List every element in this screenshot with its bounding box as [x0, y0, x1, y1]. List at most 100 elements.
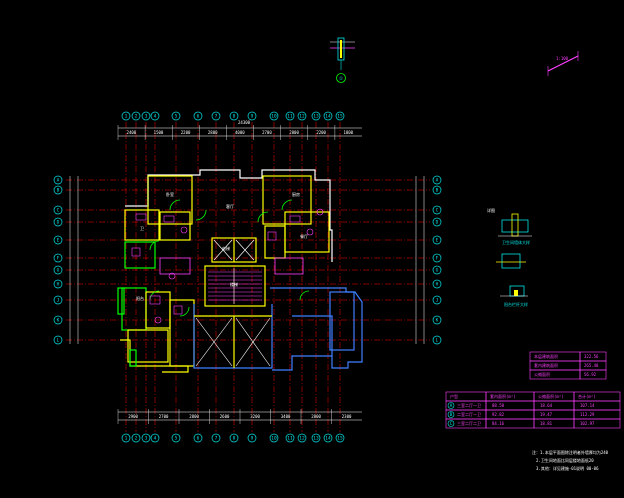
- table-cell-text: 18.64: [540, 403, 553, 408]
- axis-label-row: D: [436, 220, 439, 226]
- axis-label-row: A: [436, 178, 439, 184]
- axis-bubble-col: [269, 433, 279, 443]
- axis-bubble-row: [432, 217, 442, 227]
- room-label: 厨房: [292, 191, 300, 197]
- dimension-text: 2300: [342, 414, 352, 419]
- table-cell-text: 107.14: [580, 403, 595, 408]
- axis-bubble-col: [211, 433, 221, 443]
- detail-bubble: [336, 73, 346, 83]
- summary-value: 322.56: [584, 354, 599, 359]
- axis-bubble-row: [53, 253, 63, 263]
- axis-bubble-col: [311, 433, 321, 443]
- axis-bubble-col: [141, 433, 151, 443]
- room-label: 卧室: [166, 191, 174, 197]
- axis-label-row: J: [57, 298, 60, 304]
- side-detail-caption-2: 阳台栏杆大样: [504, 301, 528, 307]
- axis-bubble-col: [285, 111, 295, 121]
- axis-bubble-row: [432, 175, 442, 185]
- table-cell-text: 112.29: [580, 412, 595, 417]
- axis-bubble-row: [432, 295, 442, 305]
- axis-label-col: 13: [313, 436, 319, 442]
- axis-bubble-col: [141, 111, 151, 121]
- axis-label-col: 15: [337, 114, 343, 120]
- axis-label-col: 8: [233, 114, 236, 120]
- dimension-text: 2200: [316, 130, 326, 135]
- dimension-text: 2700: [159, 414, 169, 419]
- table-cell-text: 三室二厅一卫: [457, 402, 481, 408]
- note-line: 3.其他：详见建施-01说明 00-06: [536, 465, 599, 471]
- axis-bubble-col: [131, 111, 141, 121]
- axis-label-col: 2: [135, 436, 138, 442]
- side-detail-caption-1: 卫生间墙体大样: [502, 239, 530, 245]
- axis-bubble-col: [150, 433, 160, 443]
- table-cell-text: 19.47: [540, 412, 553, 417]
- room-label: 楼梯: [230, 281, 238, 287]
- scale-bar: 1:100: [547, 51, 579, 76]
- row-id-bubble: [447, 411, 455, 418]
- axis-bubble-row: [53, 295, 63, 305]
- dimension-text: 1800: [343, 130, 353, 135]
- axis-bubble-row: [53, 335, 63, 345]
- axis-label-col: 13: [313, 114, 319, 120]
- axis-label-row: K: [436, 318, 439, 324]
- axis-grid: [66, 122, 430, 432]
- axis-label-row: G: [436, 268, 439, 274]
- axis-bubble-col: [121, 111, 131, 121]
- axis-label-row: K: [57, 318, 60, 324]
- table-cell-text: 三室二厅二卫: [457, 420, 481, 426]
- axis-bubble-row: [53, 315, 63, 325]
- axis-bubble-row: [53, 175, 63, 185]
- axis-bubble-row: [432, 335, 442, 345]
- axis-bubbles: 1122334455667788991010111112121313141415…: [53, 111, 442, 443]
- drawing-notes: 注：1.本层平面图除注明者外墙厚均为240 2.卫生间地面比同层楼地面低20 3.其…: [532, 449, 609, 471]
- table-cell-text: 92.82: [492, 412, 505, 417]
- axis-label-row: H: [436, 282, 439, 288]
- axis-bubble-col: [171, 111, 181, 121]
- axis-label-col: 7: [215, 436, 218, 442]
- dimension-total: 24300: [238, 120, 251, 125]
- axis-label-row: F: [436, 256, 439, 262]
- axis-label-col: 1: [125, 114, 128, 120]
- note-line: 2.卫生间地面比同层楼地面低20: [536, 457, 594, 463]
- room-label: 客厅: [226, 203, 234, 209]
- axis-bubble-col: [193, 433, 203, 443]
- summary-label: 本层建筑面积: [534, 353, 558, 359]
- dimension-text: 1500: [154, 130, 164, 135]
- axis-label-col: 3: [145, 114, 148, 120]
- axis-label-col: 5: [175, 436, 178, 442]
- void-lines: [195, 317, 271, 367]
- axis-label-col: 10: [271, 436, 277, 442]
- table-cell-text: 88.50: [492, 403, 505, 408]
- dimension-text: 2800: [189, 414, 199, 419]
- axis-label-row: G: [57, 268, 60, 274]
- axis-label-col: 1: [125, 436, 128, 442]
- dimension-text: 3200: [250, 414, 260, 419]
- axis-bubble-row: [432, 315, 442, 325]
- axis-label-row: L: [436, 338, 439, 344]
- axis-bubble-col: [311, 111, 321, 121]
- table-cell-text: 84.16: [492, 421, 505, 426]
- axis-bubble-col: [121, 433, 131, 443]
- table-cell-text: 18.81: [540, 421, 553, 426]
- axis-bubble-col: [335, 433, 345, 443]
- axis-label-col: 14: [325, 114, 331, 120]
- summary-cell: [579, 369, 607, 380]
- table-header-text: 公摊面积(m²): [538, 393, 564, 399]
- axis-bubble-row: [53, 235, 63, 245]
- axis-bubble-row: [432, 185, 442, 195]
- table-cell-text: 二室二厅一卫: [457, 411, 481, 417]
- axis-label-col: 9: [251, 436, 254, 442]
- axis-label-col: 9: [251, 114, 254, 120]
- note-line: 注：1.本层平面图除注明者外墙厚均为240: [532, 449, 609, 455]
- room-label: 电梯: [222, 245, 230, 251]
- axis-label-row: C: [57, 208, 60, 214]
- axis-label-col: 4: [154, 114, 157, 120]
- elevator-shafts: [213, 239, 255, 261]
- axis-label-col: 11: [287, 114, 293, 120]
- side-detail: 详图 卫生间墙体大样 阳台栏杆大样: [487, 207, 532, 307]
